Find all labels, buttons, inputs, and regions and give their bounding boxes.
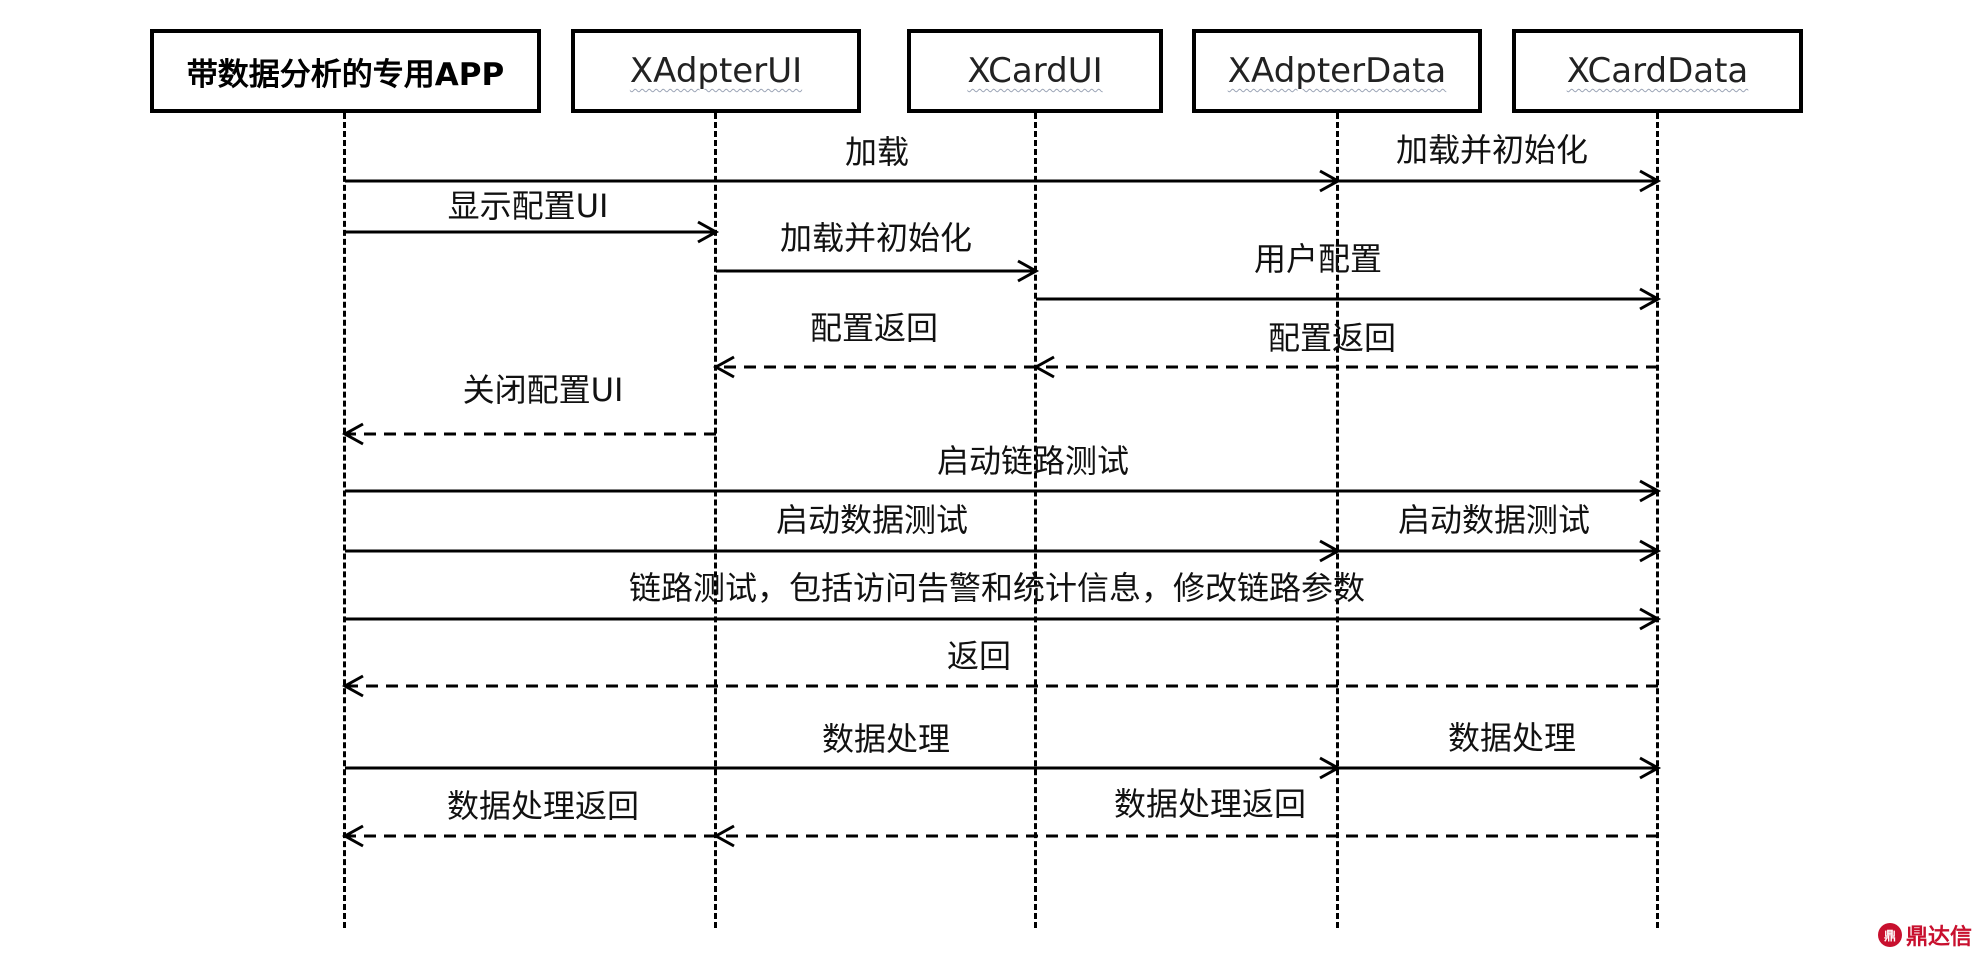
- arrowhead-icon: [1639, 756, 1662, 780]
- message-14: 数据处理: [1338, 719, 1662, 780]
- lifeline-xcarddata: [1656, 113, 1659, 928]
- arrowhead-icon: [1639, 169, 1662, 193]
- message-12: 返回: [341, 637, 1658, 698]
- watermark: 鼎 鼎达信: [1877, 919, 1972, 951]
- participant-app: 带数据分析的专用APP: [150, 29, 541, 113]
- participant-xadpterdata: XAdpterData: [1192, 29, 1482, 113]
- message-3: 加载并初始化: [716, 219, 1040, 283]
- message-label: 启动链路测试: [937, 442, 1129, 480]
- message-label: 关闭配置UI: [463, 371, 624, 409]
- message-13: 数据处理: [345, 720, 1342, 780]
- participant-label: XAdpterUI: [629, 51, 803, 91]
- arrowhead-icon: [697, 220, 720, 244]
- arrowhead-icon: [341, 422, 364, 446]
- message-5: 配置返回: [712, 309, 1036, 379]
- message-label: 启动数据测试: [1398, 501, 1590, 539]
- message-7: 关闭配置UI: [341, 371, 716, 446]
- participant-xcarddata: XCardData: [1512, 29, 1803, 113]
- lifeline-xadpterdata: [1336, 113, 1339, 928]
- participant-label: 带数据分析的专用APP: [186, 56, 505, 93]
- arrowhead-icon: [1639, 287, 1662, 311]
- message-2: 显示配置UI: [345, 187, 720, 244]
- message-label: 数据处理返回: [447, 787, 639, 825]
- message-label: 配置返回: [810, 309, 938, 347]
- message-label: 数据处理: [822, 720, 950, 758]
- lifeline-xcardui: [1034, 113, 1037, 928]
- message-label: 显示配置UI: [448, 187, 609, 225]
- participant-xadpterui: XAdpterUI: [571, 29, 861, 113]
- message-label: 返回: [947, 637, 1011, 675]
- message-0: 加载: [345, 133, 1342, 193]
- arrowhead-icon: [712, 824, 735, 848]
- message-label: 加载并初始化: [780, 219, 972, 257]
- message-label: 数据处理: [1448, 719, 1576, 757]
- message-11: 链路测试，包括访问告警和统计信息，修改链路参数: [345, 569, 1662, 631]
- message-label: 加载并初始化: [1396, 131, 1588, 169]
- lifeline-app: [343, 113, 346, 928]
- message-8: 启动链路测试: [345, 442, 1662, 503]
- participant-label: XCardUI: [967, 51, 1103, 91]
- lifeline-xadpterui: [714, 113, 717, 928]
- message-label: 启动数据测试: [776, 501, 968, 539]
- message-15: 数据处理返回: [341, 787, 716, 848]
- message-10: 启动数据测试: [1338, 501, 1662, 563]
- message-6: 配置返回: [1032, 319, 1658, 379]
- message-label: 链路测试，包括访问告警和统计信息，修改链路参数: [629, 569, 1365, 607]
- message-9: 启动数据测试: [345, 501, 1342, 563]
- arrowhead-icon: [341, 824, 364, 848]
- arrowhead-icon: [1032, 355, 1055, 379]
- message-label: 加载: [845, 133, 909, 171]
- arrowhead-icon: [341, 674, 364, 698]
- message-16: 数据处理返回: [712, 785, 1658, 848]
- arrowhead-icon: [1639, 539, 1662, 563]
- arrowhead-icon: [1639, 607, 1662, 631]
- watermark-text: 鼎达信: [1905, 925, 1972, 950]
- message-label: 用户配置: [1254, 240, 1382, 278]
- watermark-logo-icon: 鼎: [1877, 923, 1902, 947]
- message-4: 用户配置: [1036, 240, 1662, 311]
- participant-xcardui: XCardUI: [907, 29, 1163, 113]
- message-label: 数据处理返回: [1114, 785, 1306, 823]
- arrowhead-icon: [1017, 259, 1040, 283]
- message-1: 加载并初始化: [1338, 131, 1662, 193]
- arrowhead-icon: [1639, 479, 1662, 503]
- arrowhead-icon: [712, 355, 735, 379]
- participant-label: XAdpterData: [1227, 51, 1447, 91]
- message-label: 配置返回: [1268, 319, 1396, 357]
- participant-label: XCardData: [1566, 51, 1749, 91]
